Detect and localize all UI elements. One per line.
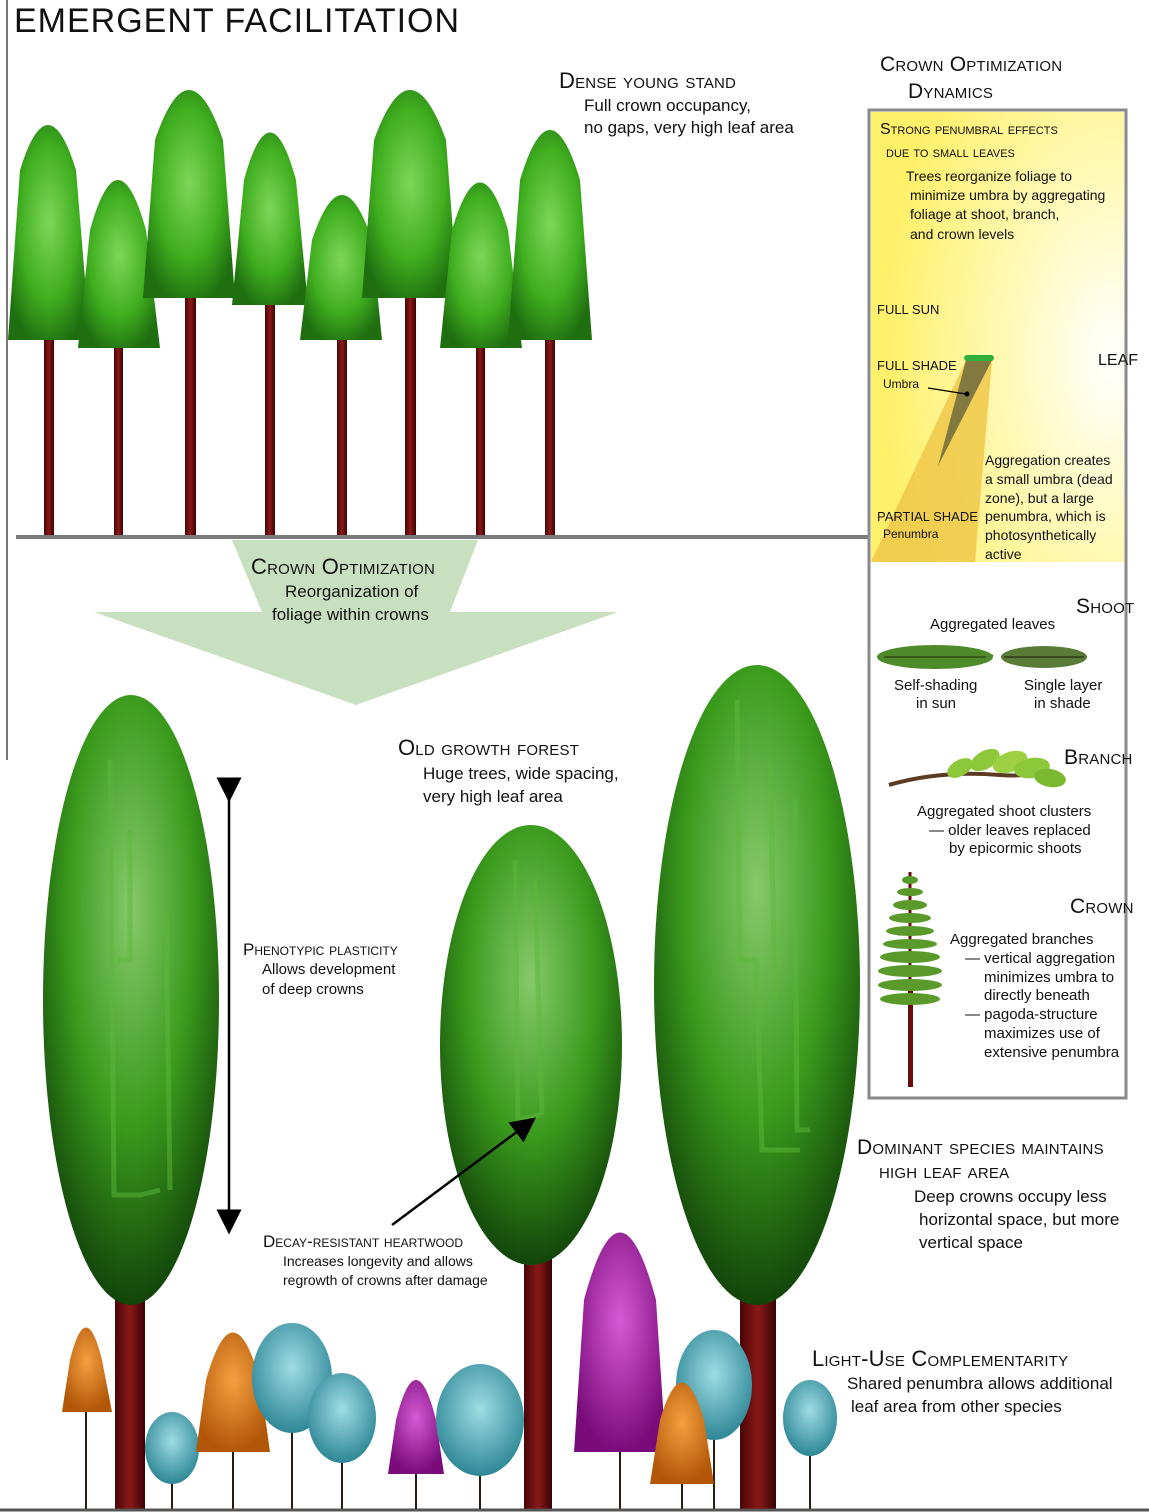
cyan-tree — [436, 1364, 524, 1476]
dense-stand-heading: Dense young stand — [559, 68, 736, 93]
reorg-line1: Trees reorganize foliage to — [906, 168, 1072, 184]
penumbral-heading-line2: due to small leaves — [886, 144, 1015, 161]
phenotypic-line2: of deep crowns — [262, 981, 364, 998]
magenta-tree — [388, 1380, 444, 1474]
crown-heading: Crown — [1070, 895, 1134, 919]
magenta-tree — [574, 1233, 666, 1453]
young-tree-trunk — [114, 340, 123, 535]
heartwood-line1: Increases longevity and allows — [283, 1253, 473, 1269]
agg-branches-line2: — vertical aggregation — [965, 950, 1115, 967]
panel-title-line1: Crown Optimization — [880, 53, 1062, 77]
young-stand — [8, 90, 592, 535]
crown-optimization-line2: foliage within crowns — [272, 605, 429, 625]
young-tree-trunk — [476, 340, 485, 535]
heartwood-line2: regrowth of crowns after damage — [283, 1272, 488, 1288]
aggregation-line1: Aggregation creates — [985, 452, 1110, 468]
orange-tree — [62, 1328, 112, 1413]
self-shading-line1: Self-shading — [894, 677, 977, 694]
old-tree-trunk — [524, 1250, 552, 1510]
old-tree-crown — [440, 825, 622, 1265]
self-shading-line2: in sun — [916, 695, 956, 712]
reorg-line3: foliage at shoot, branch, — [910, 206, 1059, 222]
cyan-tree — [308, 1373, 376, 1463]
old-growth-line2: very high leaf area — [423, 787, 563, 807]
crown-optimization-line1: Reorganization of — [285, 582, 418, 602]
young-tree-crown — [8, 125, 90, 340]
penumbra-label: Penumbra — [883, 528, 938, 542]
young-tree-crown — [143, 90, 235, 298]
cyan-tree — [783, 1380, 837, 1456]
aggregated-leaves-label: Aggregated leaves — [930, 616, 1055, 633]
young-tree-crown — [232, 133, 308, 306]
agg-branches-line7: extensive penumbra — [984, 1044, 1119, 1061]
aggregation-line5: photosynthetically — [985, 527, 1096, 543]
heartwood-heading: Decay-resistant heartwood — [263, 1232, 463, 1252]
complementarity-heading: Light-Use Complementarity — [812, 1346, 1068, 1371]
branch-heading: Branch — [1064, 746, 1133, 770]
old-growth-line1: Huge trees, wide spacing, — [423, 764, 619, 784]
shoot-clusters-line2: — older leaves replaced — [929, 822, 1091, 839]
young-tree-crown — [362, 90, 458, 298]
shoot-clusters-line1: Aggregated shoot clusters — [917, 803, 1091, 820]
old-tree-crown — [43, 695, 219, 1305]
reorg-line2: minimize umbra by aggregating — [910, 187, 1105, 203]
dominant-line1: Deep crowns occupy less — [914, 1187, 1107, 1207]
dominant-line3: vertical space — [919, 1233, 1023, 1253]
aggregation-line4: penumbra, which is — [985, 508, 1106, 524]
penumbral-heading-line1: Strong penumbral effects — [880, 121, 1058, 139]
shoot-clusters-line3: by epicormic shoots — [949, 840, 1082, 857]
agg-branches-line5: — pagoda-structure — [965, 1006, 1098, 1023]
reorg-line4: and crown levels — [910, 226, 1014, 242]
phenotypic-heading: Phenotypic plasticity — [243, 940, 398, 960]
old-tree-trunk — [115, 1290, 145, 1510]
old-growth-heading: Old growth forest — [398, 735, 579, 760]
full-sun-label: FULL SUN — [877, 303, 939, 318]
aggregation-line6: active — [985, 546, 1022, 562]
young-tree-trunk — [405, 290, 416, 535]
partial-shade-label: PARTIAL SHADE — [877, 510, 978, 525]
shoot-heading: Shoot — [1076, 595, 1134, 619]
agg-branches-line1: Aggregated branches — [950, 931, 1093, 948]
dominant-heading-line2: high leaf area — [879, 1160, 1009, 1184]
single-layer-line1: Single layer — [1024, 677, 1102, 694]
complementarity-line1: Shared penumbra allows additional — [847, 1374, 1113, 1394]
aggregation-line2: a small umbra (dead — [985, 471, 1113, 487]
umbra-label: Umbra — [883, 378, 919, 392]
young-tree-crown — [508, 130, 592, 340]
single-layer-line2: in shade — [1034, 695, 1091, 712]
leaf-shape — [964, 355, 994, 361]
young-tree-trunk — [545, 330, 555, 535]
agg-branches-line6: maximizes use of — [984, 1025, 1100, 1042]
complementarity-line2: leaf area from other species — [851, 1397, 1062, 1417]
young-tree-trunk — [265, 300, 275, 535]
dominant-heading-line1: Dominant species maintains — [857, 1136, 1104, 1160]
agg-branches-line3: minimizes umbra to — [984, 969, 1114, 986]
panel-title-line2: Dynamics — [908, 80, 993, 104]
crown-optimization-heading: Crown Optimization — [251, 554, 435, 579]
full-shade-label: FULL SHADE — [877, 359, 957, 374]
agg-branches-line4: directly beneath — [984, 987, 1090, 1004]
leaf-label: LEAF — [1098, 352, 1138, 370]
aggregation-line3: zone), but a large — [985, 490, 1094, 506]
cyan-tree — [145, 1412, 199, 1484]
dominant-line2: horizontal space, but more — [919, 1210, 1119, 1230]
dense-stand-line2: no gaps, very high leaf area — [584, 118, 794, 138]
phenotypic-line1: Allows development — [262, 961, 395, 978]
dense-stand-line1: Full crown occupancy, — [584, 96, 751, 116]
young-tree-trunk — [44, 330, 54, 535]
young-tree-trunk — [337, 330, 347, 535]
young-tree-trunk — [185, 290, 196, 535]
main-title: EMERGENT FACILITATION — [14, 2, 460, 41]
